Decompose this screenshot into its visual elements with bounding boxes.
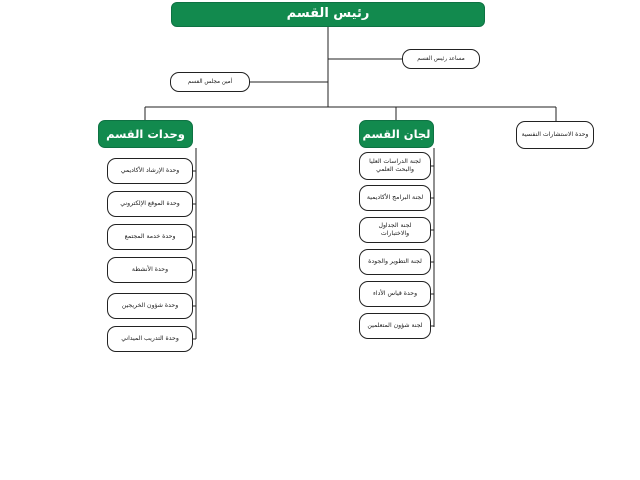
- unit-node-community-service[interactable]: وحدة خدمة المجتمع: [107, 224, 193, 250]
- unit-node-activities-label: وحدة الأنشطة: [131, 266, 169, 274]
- root-node-department-head[interactable]: رئيس القسم: [171, 2, 485, 27]
- committee-node-performance-measurement-label: وحدة قياس الأداء: [372, 290, 418, 298]
- unit-node-community-service-label: وحدة خدمة المجتمع: [124, 233, 176, 241]
- unit-node-activities[interactable]: وحدة الأنشطة: [107, 257, 193, 283]
- committee-node-academic-programs-label: لجنة البرامج الأكاديمية: [366, 194, 424, 202]
- unit-node-psychological-consultations[interactable]: وحدة الاستشارات النفسية: [516, 121, 594, 149]
- staff-node-assistant[interactable]: مساعد رئيس القسم: [402, 49, 480, 69]
- committee-node-development-quality-label: لجنة التطوير والجودة: [368, 258, 422, 266]
- staff-node-council-secretary-label: أمين مجلس القسم: [187, 78, 233, 85]
- unit-node-website-label: وحدة الموقع الإلكتروني: [120, 200, 180, 208]
- unit-node-field-training-label: وحدة التدريب الميداني: [121, 335, 179, 343]
- branch-header-department-units-label: وحدات القسم: [106, 126, 185, 141]
- committee-node-schedules-exams-label: لجنة الجداول والاختبارات: [378, 222, 412, 237]
- committee-node-schedules-exams[interactable]: لجنة الجداول والاختبارات: [359, 217, 431, 243]
- unit-node-academic-advising[interactable]: وحدة الإرشاد الأكاديمي: [107, 158, 193, 184]
- committee-node-graduate-studies-research-label: لجنة الدراسات العليا والبحث العلمي: [369, 158, 421, 173]
- committee-node-academic-programs[interactable]: لجنة البرامج الأكاديمية: [359, 185, 431, 211]
- unit-node-graduate-affairs[interactable]: وحدة شؤون الخريجين: [107, 293, 193, 319]
- branch-header-department-committees[interactable]: لجان القسم: [359, 120, 434, 148]
- committee-node-development-quality[interactable]: لجنة التطوير والجودة: [359, 249, 431, 275]
- unit-node-psychological-consultations-label: وحدة الاستشارات النفسية: [521, 131, 589, 139]
- staff-node-assistant-label: مساعد رئيس القسم: [417, 55, 465, 62]
- unit-node-graduate-affairs-label: وحدة شؤون الخريجين: [121, 302, 179, 310]
- unit-node-website[interactable]: وحدة الموقع الإلكتروني: [107, 191, 193, 217]
- committee-node-performance-measurement[interactable]: وحدة قياس الأداء: [359, 281, 431, 307]
- committee-node-graduate-studies-research[interactable]: لجنة الدراسات العليا والبحث العلمي: [359, 152, 431, 180]
- staff-node-council-secretary[interactable]: أمين مجلس القسم: [170, 72, 250, 92]
- unit-node-field-training[interactable]: وحدة التدريب الميداني: [107, 326, 193, 352]
- root-node-label: رئيس القسم: [286, 6, 370, 22]
- branch-header-department-committees-label: لجان القسم: [362, 126, 431, 141]
- unit-node-academic-advising-label: وحدة الإرشاد الأكاديمي: [120, 167, 180, 175]
- branch-header-department-units[interactable]: وحدات القسم: [98, 120, 193, 148]
- committee-node-learners-affairs[interactable]: لجنة شؤون المتعلمين: [359, 313, 431, 339]
- committee-node-learners-affairs-label: لجنة شؤون المتعلمين: [367, 322, 423, 330]
